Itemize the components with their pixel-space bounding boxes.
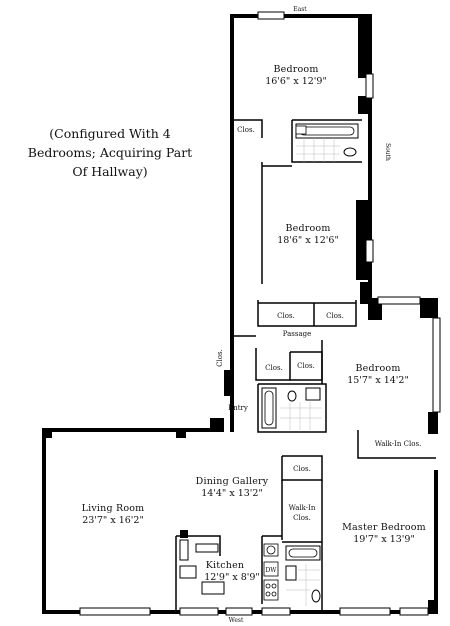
compass-east-label: South [384, 143, 391, 161]
bedroom-top-name: Bedroom [273, 64, 318, 75]
configuration-note: (Configured With 4 Bedrooms; Acquiring P… [28, 126, 192, 179]
solid-wall-pieces [44, 18, 438, 614]
fixtures [179, 123, 359, 606]
compass-labels: East West South [229, 6, 391, 624]
bedroom-mid-name: Bedroom [285, 223, 330, 234]
walk-in-clos-label-dining: Clos. [293, 514, 311, 522]
room-labels: Bedroom 16'6" x 12'9" Bedroom 18'6" x 12… [82, 64, 426, 583]
closet-label-entry: Clos. [216, 349, 224, 367]
dishwasher-label: DW [266, 567, 278, 574]
closet-label-mid-left: Clos. [277, 312, 295, 320]
walk-in-label-dining: Walk-In [289, 504, 316, 512]
note-line-3: Of Hallway) [72, 164, 147, 179]
closet-label-dining: Clos. [293, 465, 311, 473]
walk-in-closet-label-right: Walk-In Clos. [375, 440, 422, 448]
bedroom-top-dims: 16'6" x 12'9" [265, 76, 327, 87]
note-line-1: (Configured With 4 [49, 126, 170, 141]
closet-label-passage-right: Clos. [297, 362, 315, 370]
closet-labels: Clos. Clos. Clos. Clos. Clos. Clos. Clos… [216, 126, 421, 574]
entry-label: Entry [228, 404, 248, 412]
windows [79, 11, 441, 616]
interior-walls [175, 119, 436, 612]
bedroom-right-name: Bedroom [355, 363, 400, 374]
master-bedroom-name: Master Bedroom [342, 522, 426, 533]
closet-label-top: Clos. [237, 126, 255, 134]
dining-gallery-dims: 14'4" x 13'2" [201, 488, 263, 499]
kitchen-name: Kitchen [206, 560, 245, 571]
living-room-dims: 23'7" x 16'2" [82, 515, 144, 526]
closet-label-passage-left: Clos. [265, 364, 283, 372]
bedroom-mid-dims: 18'6" x 12'6" [277, 235, 339, 246]
compass-north-label: East [293, 6, 307, 13]
bedroom-right-dims: 15'7" x 14'2" [347, 375, 409, 386]
note-line-2: Bedrooms; Acquiring Part [28, 145, 192, 160]
kitchen-dims: 12'9" x 8'9" [204, 572, 260, 583]
passage-label: Passage [283, 330, 312, 338]
closet-label-mid-right: Clos. [326, 312, 344, 320]
compass-south-label: West [229, 617, 244, 624]
master-bedroom-dims: 19'7" x 13'9" [353, 534, 415, 545]
dining-gallery-name: Dining Gallery [196, 476, 269, 487]
living-room-name: Living Room [82, 503, 145, 514]
